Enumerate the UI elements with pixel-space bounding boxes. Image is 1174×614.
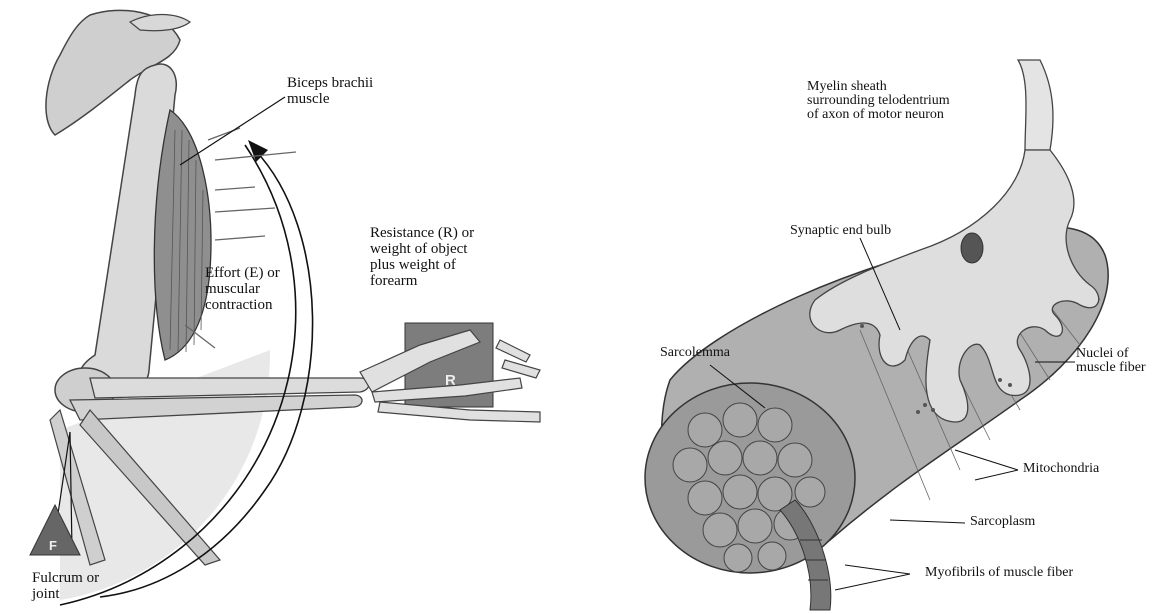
effort-arrowhead: [248, 140, 268, 162]
motor-neuron-axon: [1018, 60, 1053, 150]
biceps-label: Biceps brachii muscle: [287, 75, 373, 107]
synaptic-label: Synaptic end bulb: [790, 224, 891, 238]
mitochondria-label: Mitochondria: [1023, 462, 1099, 476]
mitochondria-leader-a: [955, 450, 1018, 470]
myofibrils-leader-b: [835, 574, 910, 590]
myofibrils-leader-a: [845, 565, 910, 574]
nuclei-label: Nuclei of muscle fiber: [1076, 347, 1146, 375]
sarcoplasm-label: Sarcoplasm: [970, 515, 1035, 529]
effort-label: Effort (E) or muscular contraction: [205, 265, 280, 313]
mitochondria-leader-b: [975, 470, 1018, 480]
myofibrils-label: Myofibrils of muscle fiber: [925, 566, 1073, 580]
myelin-label: Myelin sheath surrounding telodentrium o…: [807, 80, 950, 122]
resistance-label: Resistance (R) or weight of object plus …: [370, 225, 474, 289]
fulcrum-label: Fulcrum or joint: [32, 570, 99, 602]
fulcrum-letter: F: [49, 538, 57, 553]
sarcolemma-label: Sarcolemma: [660, 346, 730, 360]
sarcoplasm-leader: [890, 520, 965, 523]
nucleus-dark: [961, 233, 983, 263]
